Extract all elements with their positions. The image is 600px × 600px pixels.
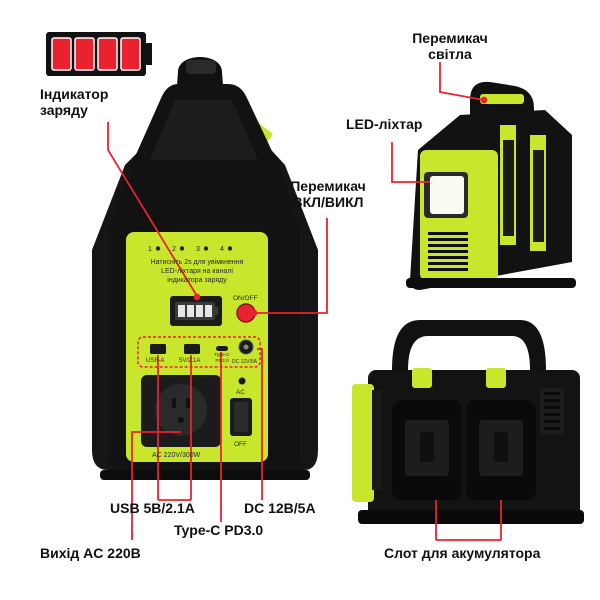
grille-slot: [428, 268, 468, 271]
callout-dc: DC 12B/5A: [244, 500, 316, 516]
led-dot: [179, 246, 185, 251]
usb-a-label: USB-A: [146, 358, 164, 364]
usb-a-port[interactable]: [150, 344, 166, 354]
led-number-3: 3: [196, 246, 200, 253]
text-line: Type-C: [214, 352, 230, 358]
callout-power-switch: Перемикач ВКЛ/ВИКЛ: [290, 178, 366, 211]
off-mark: OFF: [234, 441, 247, 448]
callout-charge-indicator: Індикатор заряду: [40, 86, 109, 119]
ac-mark: AC: [236, 389, 245, 396]
callout-usb: USB 5B/2.1A: [110, 500, 195, 516]
power-station-top-view: [352, 320, 584, 524]
grille-slot: [428, 238, 468, 241]
vent-slot: [544, 406, 560, 409]
callout-ac-out: Вихід AC 220B: [40, 545, 141, 561]
panel-printing: 1 2 3 4 Натисніть 2s для увімкненняLED-л…: [146, 246, 258, 459]
ac-rating: AC 220V/300W: [152, 452, 201, 459]
led-dot: [203, 246, 209, 251]
battery-bar: [120, 37, 141, 71]
grille-slot: [428, 256, 468, 259]
vent-slot: [544, 399, 560, 402]
callout-battery-slot: Слот для акумулятора: [384, 545, 541, 561]
vent-slot: [544, 420, 560, 423]
usb-power-label: 5V/2.1A: [179, 358, 200, 364]
grille-slot: [428, 232, 468, 235]
led-dot: [227, 246, 233, 251]
vent-slot: [544, 427, 560, 430]
on-off-label: ON/OFF: [233, 295, 258, 302]
text-line: Натисніть 2s для увімкнення: [151, 258, 244, 266]
led-number-2: 2: [172, 246, 176, 253]
led-dot: [155, 246, 161, 251]
usb-a-port-2[interactable]: [184, 344, 200, 354]
led-lantern-lens: [430, 176, 464, 214]
battery-bar: [97, 37, 118, 71]
led-number-1: 1: [148, 246, 152, 253]
grille-slot: [428, 250, 468, 253]
callout-led-lantern: LED-ліхтар: [346, 116, 423, 132]
text-line: PD3.0: [215, 358, 229, 364]
power-station-rear-view: [406, 81, 576, 290]
text-line: LED-ліхтаря на каналі: [161, 267, 233, 275]
battery-bar: [51, 37, 72, 71]
vent-slot: [544, 413, 560, 416]
grille-slot: [428, 262, 468, 265]
text-line: індикатора заряду: [167, 276, 227, 284]
callout-lines: [107, 62, 502, 541]
type-c-port[interactable]: [216, 346, 228, 351]
led-number-4: 4: [220, 246, 224, 253]
battery-bar: [74, 37, 95, 71]
dc-label: DC 12V/5A: [232, 359, 258, 365]
battery-charge-icon: [46, 32, 152, 76]
vent-slot: [544, 392, 560, 395]
callout-type-c: Type-C PD3.0: [174, 522, 264, 538]
grille-slot: [428, 244, 468, 247]
callout-light-switch: Перемикач світла: [412, 30, 488, 63]
